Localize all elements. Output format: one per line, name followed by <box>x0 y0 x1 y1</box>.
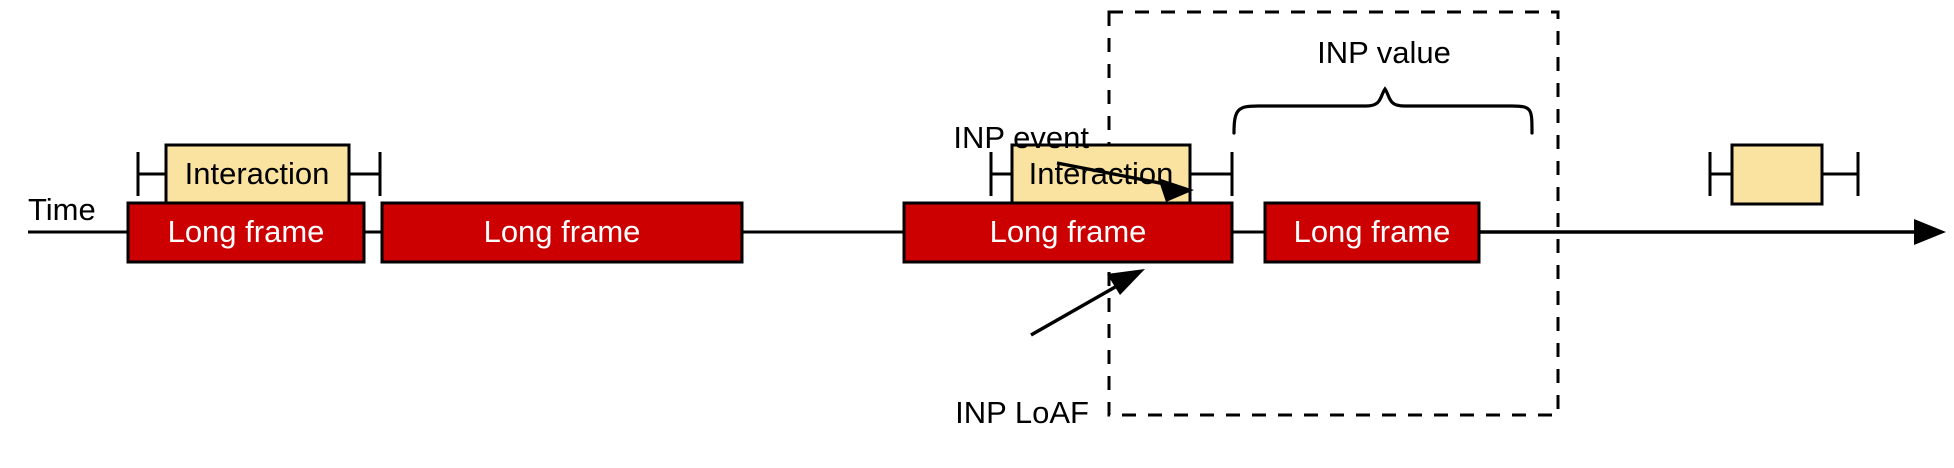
long-frame-box-2-label: Long frame <box>484 214 641 249</box>
inp-value-label: INP value <box>1317 35 1451 70</box>
long-frame-box-3 <box>902 201 1234 264</box>
long-frame-box-4-label: Long frame <box>1294 214 1451 249</box>
interaction-box-2 <box>1010 143 1192 206</box>
long-frame-box-1 <box>126 201 366 264</box>
inp-loaf-arrow-head-icon <box>1107 269 1145 295</box>
timeline-arrow-head-icon <box>1914 219 1946 245</box>
interaction-box-2-label: Interaction <box>1029 156 1174 191</box>
inp-loaf-label: INP LoAF <box>955 395 1089 430</box>
inp-loaf-arrow-line <box>1030 280 1125 337</box>
interaction-box-1-label: Interaction <box>185 156 330 191</box>
inp-event-arrow-head-icon <box>1158 178 1194 202</box>
long-frame-box-1-label: Long frame <box>168 214 325 249</box>
long-frame-box-3-label: Long frame <box>990 214 1147 249</box>
time-axis-label: Time <box>28 192 96 227</box>
inp-event-arrow-line <box>1056 161 1171 187</box>
inp-event-label: INP event <box>953 120 1089 155</box>
long-frame-box-4 <box>1263 201 1481 264</box>
inp-value-brace <box>1232 86 1534 135</box>
inp-highlight-dashed-box <box>1107 10 1560 417</box>
interaction-box-3 <box>1730 143 1824 206</box>
long-frame-box-2 <box>380 201 744 264</box>
